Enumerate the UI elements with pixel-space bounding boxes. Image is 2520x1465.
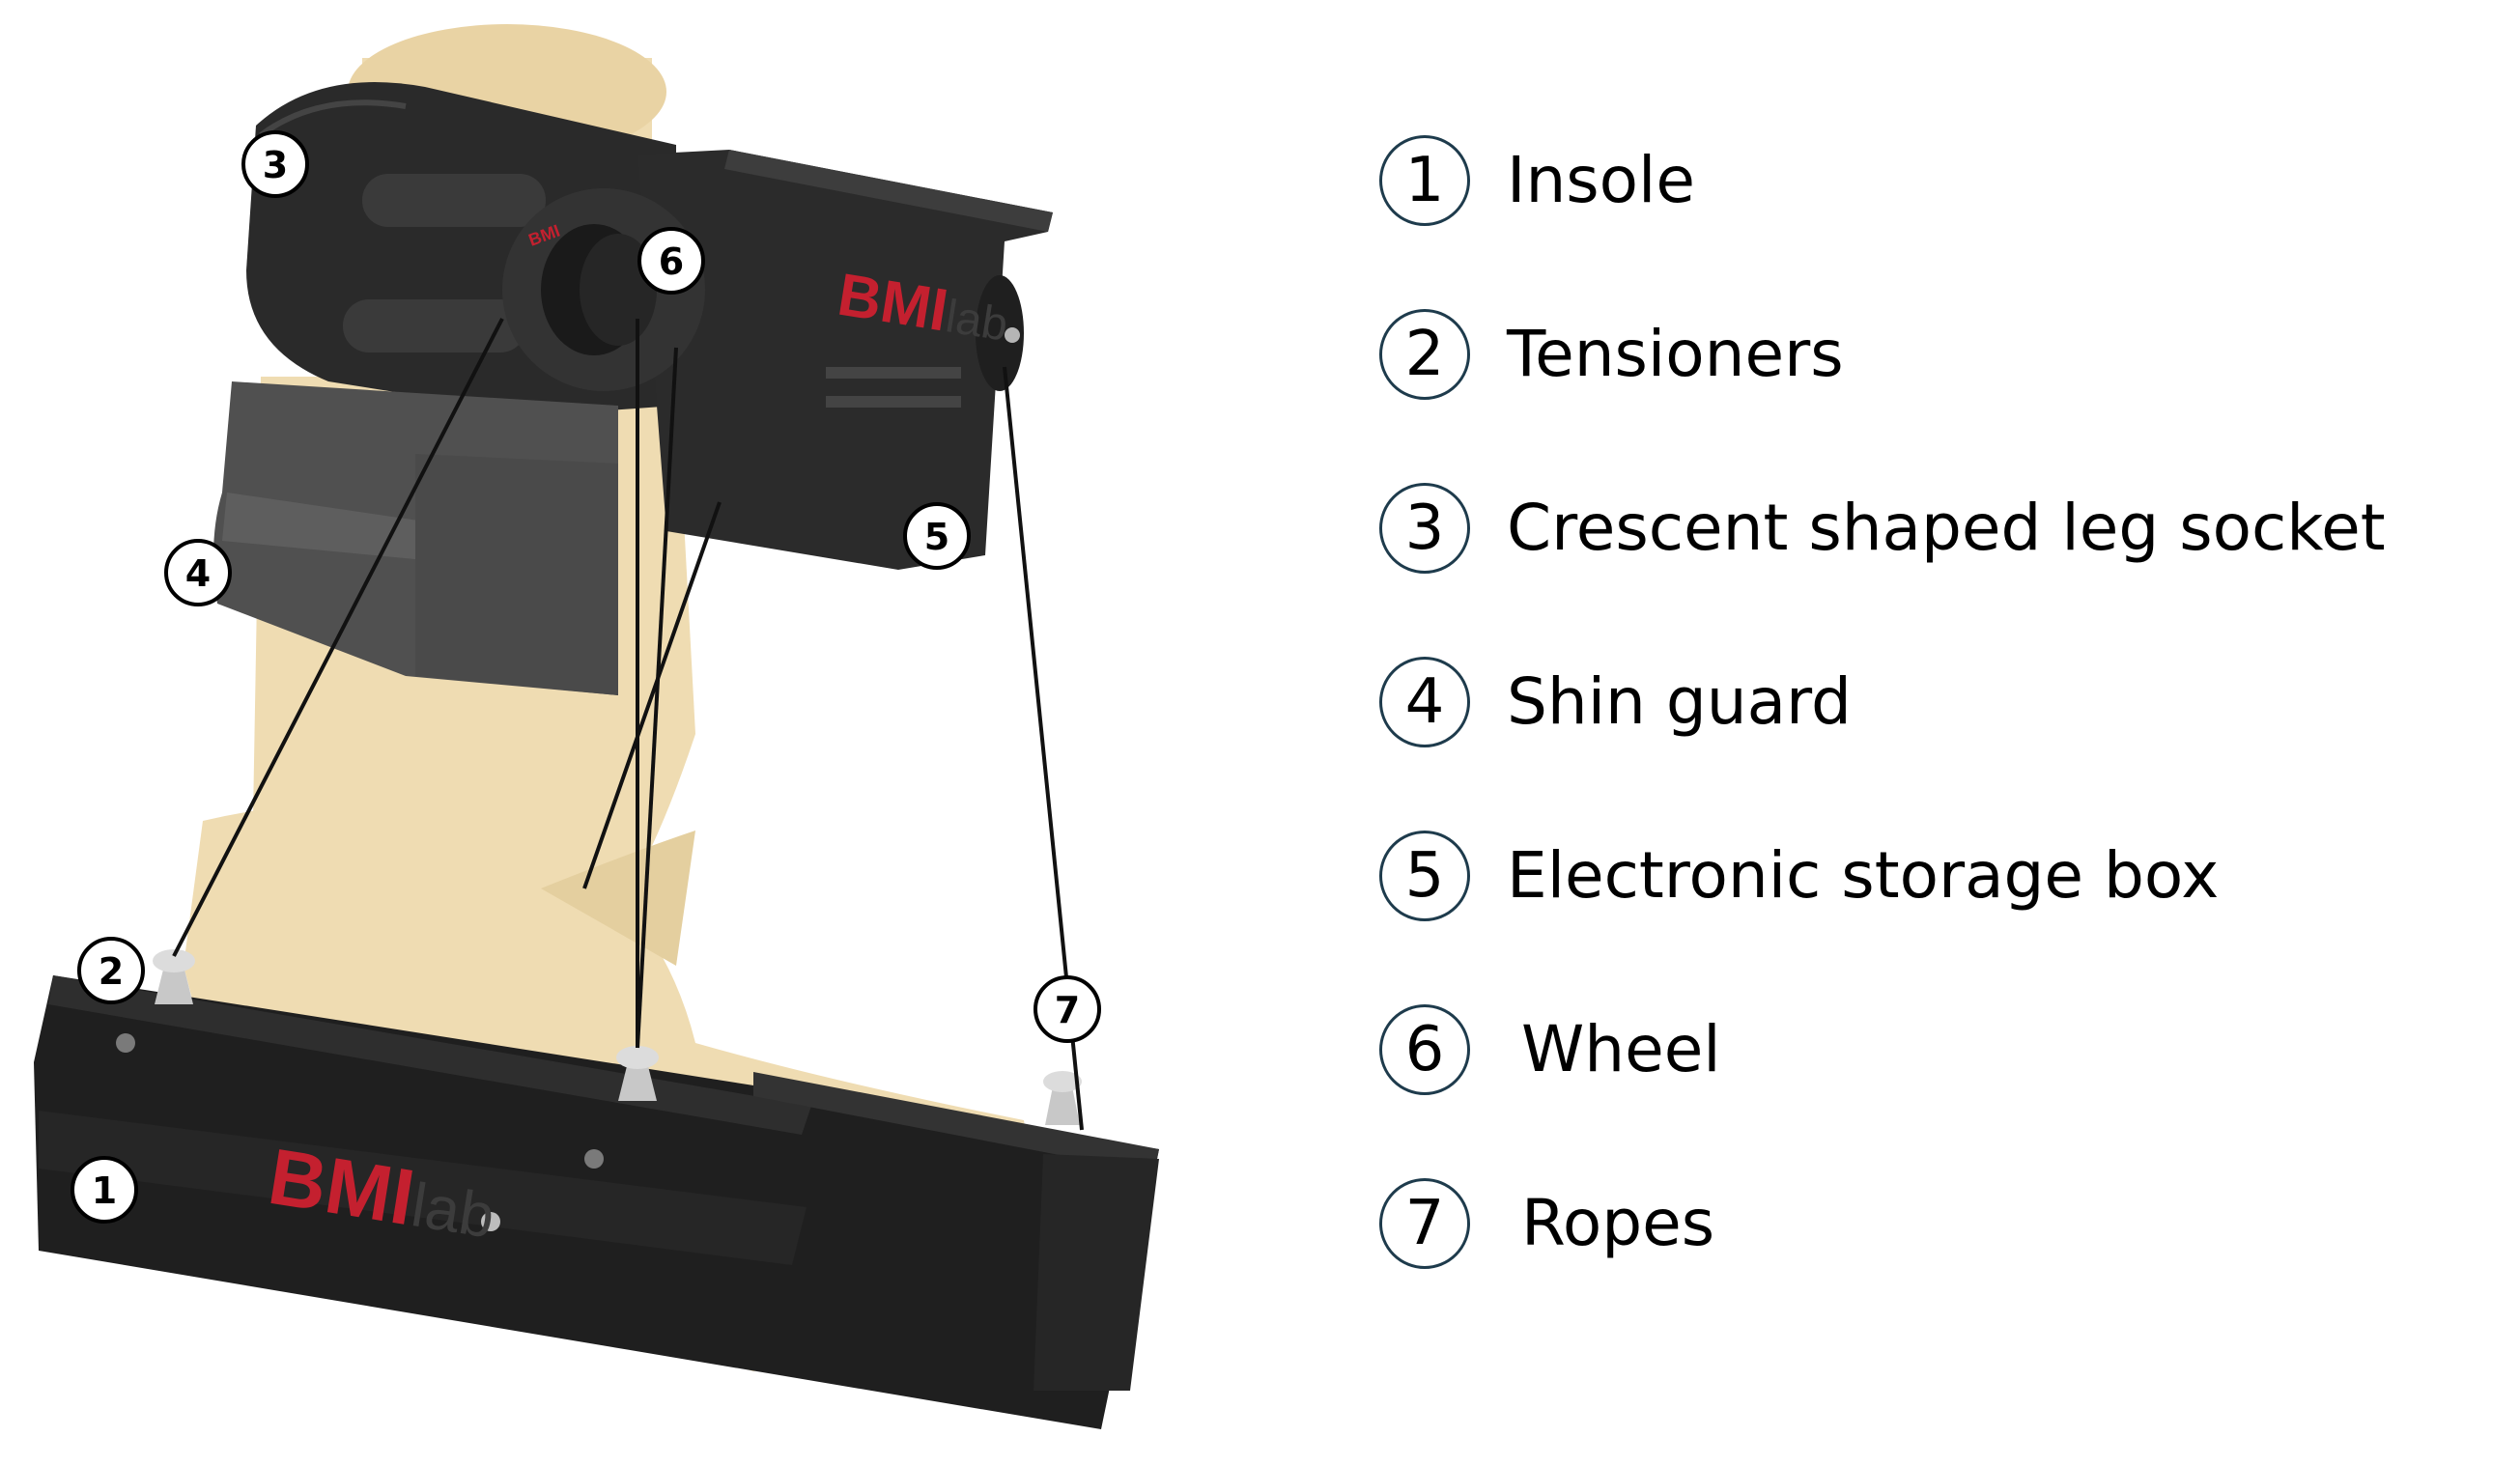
legend-number: 3 (1379, 483, 1470, 574)
legend-item-insole: 1 Insole (1372, 135, 2502, 309)
legend-label: Wheel (1521, 1012, 1721, 1086)
legend-label: Electronic storage box (1507, 838, 2220, 913)
legend-number: 2 (1379, 309, 1470, 400)
callout-6: 6 (637, 227, 705, 295)
callout-2: 2 (77, 937, 145, 1004)
legend-label: Crescent shaped leg socket (1507, 491, 2386, 565)
callout-5: 5 (903, 502, 971, 570)
svg-text:5: 5 (924, 516, 949, 558)
electronics-box (637, 150, 1053, 570)
legend-label: Insole (1507, 143, 1696, 217)
legend-number: 6 (1379, 1004, 1470, 1095)
legend-item-leg-socket: 3 Crescent shaped leg socket (1372, 483, 2502, 657)
svg-text:2: 2 (99, 950, 124, 993)
legend-item-wheel: 6 Wheel (1372, 1004, 2502, 1178)
legend-number: 4 (1379, 657, 1470, 747)
svg-text:1: 1 (92, 1169, 117, 1212)
callout-3: 3 (241, 130, 309, 198)
orthosis-render: BMIlab BMIlab BMI 1 2 3 4 5 6 7 (34, 24, 1159, 1429)
svg-text:6: 6 (659, 240, 684, 283)
legend-label: Ropes (1521, 1186, 1715, 1260)
legend-number: 1 (1379, 135, 1470, 226)
legend-label: Shin guard (1507, 664, 1852, 739)
legend-item-ropes: 7 Ropes (1372, 1178, 2502, 1352)
legend-number: 7 (1379, 1178, 1470, 1269)
shin-guard (213, 381, 618, 695)
svg-text:3: 3 (263, 144, 288, 186)
legend-item-shin-guard: 4 Shin guard (1372, 657, 2502, 831)
callout-4: 4 (164, 539, 232, 606)
legend-number: 5 (1379, 831, 1470, 921)
svg-text:7: 7 (1055, 989, 1080, 1031)
callout-1: 1 (71, 1156, 138, 1224)
svg-text:4: 4 (185, 552, 211, 595)
callout-7: 7 (1033, 975, 1101, 1043)
legend-label: Tensioners (1507, 317, 1844, 391)
tensioners (153, 949, 1082, 1125)
legend: 1 Insole 2 Tensioners 3 Crescent shaped … (1372, 135, 2502, 1352)
legend-item-tensioners: 2 Tensioners (1372, 309, 2502, 483)
legend-item-storage-box: 5 Electronic storage box (1372, 831, 2502, 1004)
